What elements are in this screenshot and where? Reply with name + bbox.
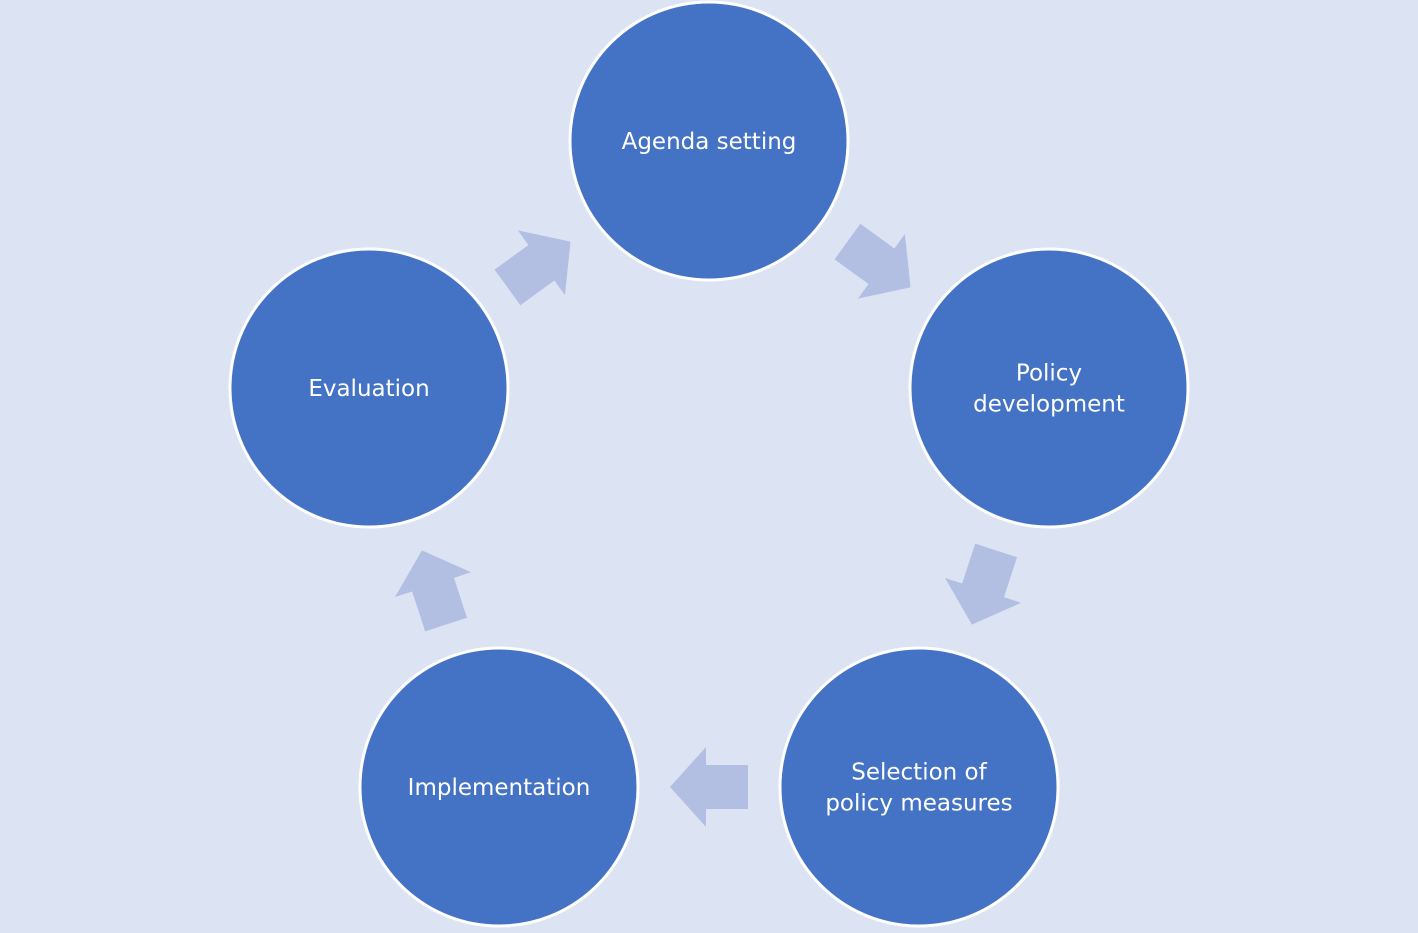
stage-circle — [778, 646, 1060, 928]
stage-circle — [358, 646, 640, 928]
stage-label-line: Policy — [1016, 361, 1082, 387]
arrow-policy-development-to-selection — [945, 543, 1022, 625]
stage-selection-of-policy-measures: Selection of policy measures — [778, 646, 1060, 928]
stage-agenda-setting: Agenda setting — [568, 0, 850, 282]
arrow-implementation-to-evaluation — [395, 550, 472, 632]
arrow-evaluation-to-agenda — [494, 230, 571, 306]
stage-implementation: Implementation — [358, 646, 640, 928]
stage-label-line: Agenda setting — [622, 129, 797, 155]
stage-label-line: development — [973, 392, 1125, 418]
stage-circle — [228, 247, 510, 529]
stage-policy-development: Policy development — [908, 247, 1190, 529]
stage-label-line: policy measures — [825, 791, 1012, 817]
arrows-layer — [395, 223, 1022, 827]
stage-label-line: Selection of — [851, 760, 987, 786]
stage-label-line: Evaluation — [308, 376, 429, 402]
stage-circle — [568, 0, 850, 282]
stage-circle — [908, 247, 1190, 529]
stage-evaluation: Evaluation — [228, 247, 510, 529]
arrow-agenda-to-policy-development — [834, 223, 911, 299]
stage-label-line: Implementation — [408, 775, 591, 801]
arrow-selection-to-implementation — [670, 747, 748, 827]
